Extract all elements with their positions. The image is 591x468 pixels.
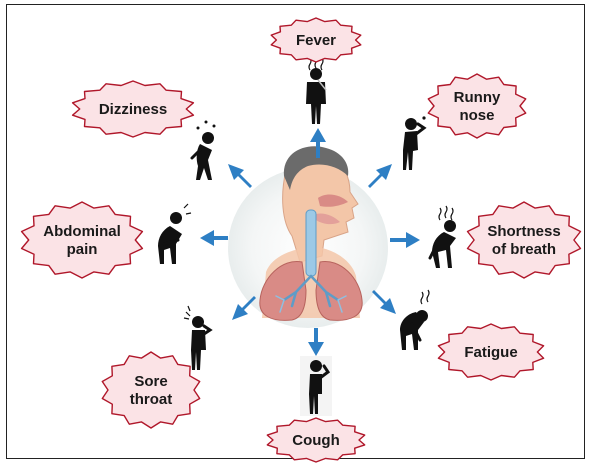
badge-label-fever: Fever	[296, 32, 336, 49]
starburst-shape	[102, 352, 199, 428]
arrow-abdominal-pain	[200, 230, 228, 246]
badge-label-runny-nose: nose	[459, 107, 494, 124]
badge-label-dizziness: Dizziness	[99, 101, 167, 118]
badge-label-sore-throat: Sore	[134, 373, 167, 390]
person-shortness-of-breath-icon	[430, 206, 456, 268]
badge-cough: Cough	[267, 418, 364, 462]
badge-dizziness: Dizziness	[73, 81, 194, 137]
badge-label-cough: Cough	[292, 432, 339, 449]
starburst-shape	[428, 74, 525, 138]
starburst-shape	[22, 202, 143, 278]
badge-label-shortness-of-breath: Shortness	[487, 223, 560, 240]
arrow-sore-throat	[232, 296, 256, 320]
person-runny-nose-icon	[403, 116, 426, 170]
badge-label-runny-nose: Runny	[454, 89, 501, 106]
person-fatigue-icon	[400, 290, 429, 350]
badge-fever: Fever	[271, 18, 361, 62]
badge-label-sore-throat: throat	[130, 391, 173, 408]
badge-fatigue: Fatigue	[438, 324, 543, 380]
badge-label-abdominal-pain: Abdominal	[43, 223, 121, 240]
badge-label-shortness-of-breath: of breath	[492, 241, 556, 258]
arrow-dizziness	[228, 164, 252, 188]
badge-label-fatigue: Fatigue	[464, 344, 517, 361]
person-abdominal-pain-icon	[158, 204, 191, 264]
arrow-cough	[308, 328, 324, 356]
starburst-shape	[468, 202, 581, 278]
badge-label-abdominal-pain: pain	[67, 241, 98, 258]
person-sore-throat-icon	[184, 306, 210, 370]
person-cough-icon	[300, 356, 332, 416]
arrow-shortness-of-breath	[390, 232, 420, 248]
person-fever-icon	[306, 56, 326, 124]
person-dizziness-icon	[192, 121, 216, 181]
arrow-fatigue	[372, 290, 396, 314]
arrow-runny-nose	[368, 164, 392, 188]
